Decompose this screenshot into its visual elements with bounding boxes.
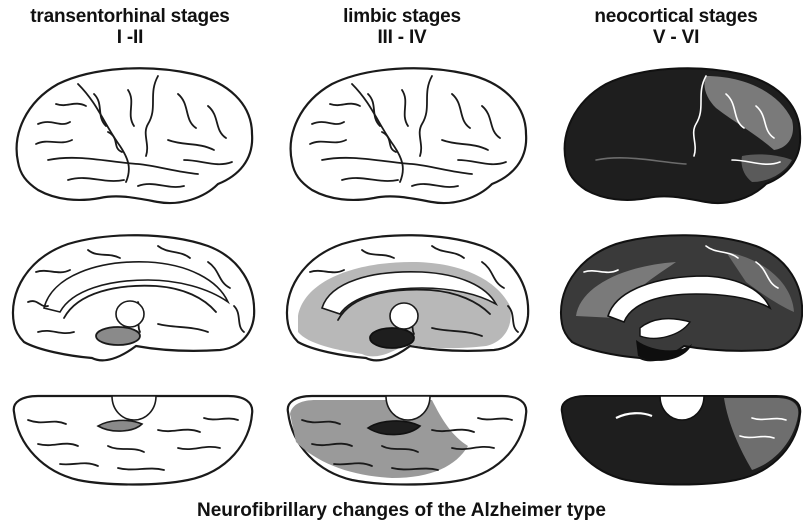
basal-brain-stage-5-6 xyxy=(556,390,803,488)
medial-brain-stage-3-4 xyxy=(282,232,532,372)
medial-brain-stage-1-2 xyxy=(8,232,258,372)
stage-range: V - VI xyxy=(556,27,796,48)
column-title: limbic stages xyxy=(343,6,461,27)
lateral-brain-stage-1-2 xyxy=(8,64,258,212)
lateral-brain-stage-3-4 xyxy=(282,64,532,212)
column-title: neocortical stages xyxy=(594,6,757,27)
figure-caption: Neurofibrillary changes of the Alzheimer… xyxy=(0,500,803,522)
stage-range: III - IV xyxy=(282,27,522,48)
lateral-brain-stage-5-6 xyxy=(556,64,803,212)
column-title: transentorhinal stages xyxy=(30,6,229,27)
column-header-neocortical: neocortical stages V - VI xyxy=(556,6,796,48)
basal-brain-stage-1-2 xyxy=(8,390,258,488)
column-header-limbic: limbic stages III - IV xyxy=(282,6,522,48)
column-header-transentorhinal: transentorhinal stages I -II xyxy=(10,6,250,48)
medial-brain-stage-5-6 xyxy=(556,232,803,372)
stage-range: I -II xyxy=(10,27,250,48)
basal-brain-stage-3-4 xyxy=(282,390,532,488)
